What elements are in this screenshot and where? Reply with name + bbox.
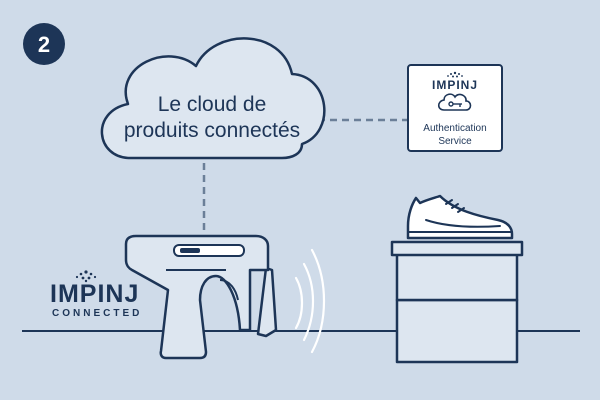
auth-label-line2: Service bbox=[438, 136, 472, 147]
cloud-key-icon bbox=[437, 93, 472, 111]
cloud-label-line2: produits connectés bbox=[124, 119, 300, 142]
authentication-service-card: IMPINJ Authentication Service bbox=[407, 64, 503, 152]
product-cloud: Le cloud de produits connectés bbox=[100, 37, 326, 160]
product-pedestal bbox=[390, 240, 524, 364]
sneaker-icon bbox=[406, 194, 514, 240]
rfid-reader-gun bbox=[124, 234, 278, 360]
logo-subtitle: CONNECTED bbox=[52, 308, 142, 319]
step-badge: 2 bbox=[23, 23, 65, 65]
auth-brand: IMPINJ bbox=[432, 78, 478, 92]
cloud-label-line1: Le cloud de bbox=[158, 93, 267, 116]
impinj-connected-logo: IMPINJ CONNECTED bbox=[50, 270, 142, 319]
auth-label-line1: Authentication bbox=[423, 123, 486, 134]
logo-brand: IMPINJ bbox=[50, 280, 139, 308]
impinj-burst-icon bbox=[447, 71, 463, 78]
rfid-signal-waves-icon bbox=[294, 248, 326, 354]
reader-display-icon bbox=[173, 244, 245, 257]
step-number: 2 bbox=[38, 32, 50, 57]
impinj-logo-burst-icon bbox=[75, 270, 97, 283]
